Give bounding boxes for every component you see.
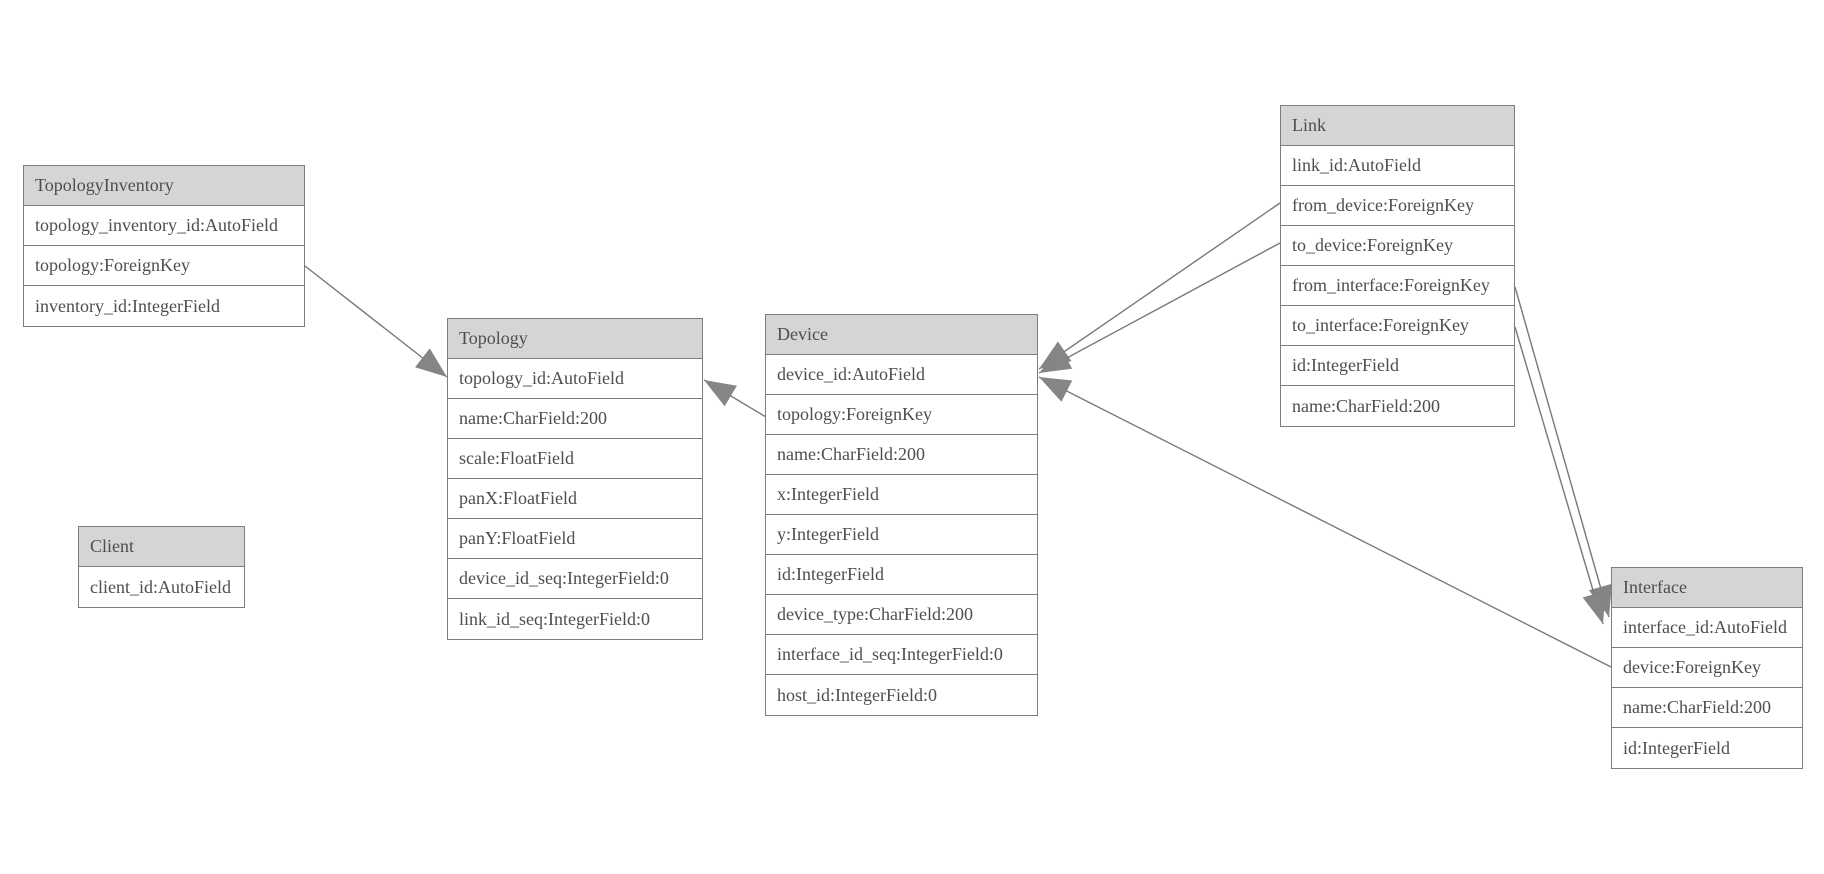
entity-field: scale:FloatField	[448, 439, 702, 479]
entity-field: link_id:AutoField	[1281, 146, 1514, 186]
entity-field: link_id_seq:IntegerField:0	[448, 599, 702, 639]
edge-link-from-interface	[1514, 286, 1612, 618]
entity-field: name:CharField:200	[448, 399, 702, 439]
entity-title-link: Link	[1281, 106, 1514, 146]
entity-field: device:ForeignKey	[1612, 648, 1802, 688]
entity-field: name:CharField:200	[1612, 688, 1802, 728]
entity-field: from_interface:ForeignKey	[1281, 266, 1514, 306]
entity-title-topology: Topology	[448, 319, 702, 359]
entity-field: topology_inventory_id:AutoField	[24, 206, 304, 246]
entity-field: id:IntegerField	[766, 555, 1037, 595]
entity-title-interface: Interface	[1612, 568, 1802, 608]
entity-field: id:IntegerField	[1612, 728, 1802, 768]
entity-field: device_id:AutoField	[766, 355, 1037, 395]
entity-field: to_device:ForeignKey	[1281, 226, 1514, 266]
entity-field: topology:ForeignKey	[766, 395, 1037, 435]
edge-topologyinventory-topology	[304, 265, 448, 378]
entity-field: name:CharField:200	[1281, 386, 1514, 426]
entity-field: host_id:IntegerField:0	[766, 675, 1037, 715]
entity-field: from_device:ForeignKey	[1281, 186, 1514, 226]
entity-field: client_id:AutoField	[79, 567, 244, 607]
entity-title-topology-inventory: TopologyInventory	[24, 166, 304, 206]
entity-title-device: Device	[766, 315, 1037, 355]
edge-device-topology	[703, 379, 767, 418]
entity-field: name:CharField:200	[766, 435, 1037, 475]
entity-field: topology_id:AutoField	[448, 359, 702, 399]
entity-field: panX:FloatField	[448, 479, 702, 519]
entity-field: panY:FloatField	[448, 519, 702, 559]
entity-field: device_type:CharField:200	[766, 595, 1037, 635]
entity-field: id:IntegerField	[1281, 346, 1514, 386]
entity-field: x:IntegerField	[766, 475, 1037, 515]
entity-field: y:IntegerField	[766, 515, 1037, 555]
entity-field: interface_id:AutoField	[1612, 608, 1802, 648]
entity-field: device_id_seq:IntegerField:0	[448, 559, 702, 599]
entity-field: topology:ForeignKey	[24, 246, 304, 286]
entity-field: inventory_id:IntegerField	[24, 286, 304, 326]
edge-link-from-device	[1038, 202, 1281, 370]
entity-field: to_interface:ForeignKey	[1281, 306, 1514, 346]
entity-field: interface_id_seq:IntegerField:0	[766, 635, 1037, 675]
entity-title-client: Client	[79, 527, 244, 567]
edge-link-to-device	[1038, 242, 1281, 374]
edge-link-to-interface	[1514, 326, 1606, 625]
